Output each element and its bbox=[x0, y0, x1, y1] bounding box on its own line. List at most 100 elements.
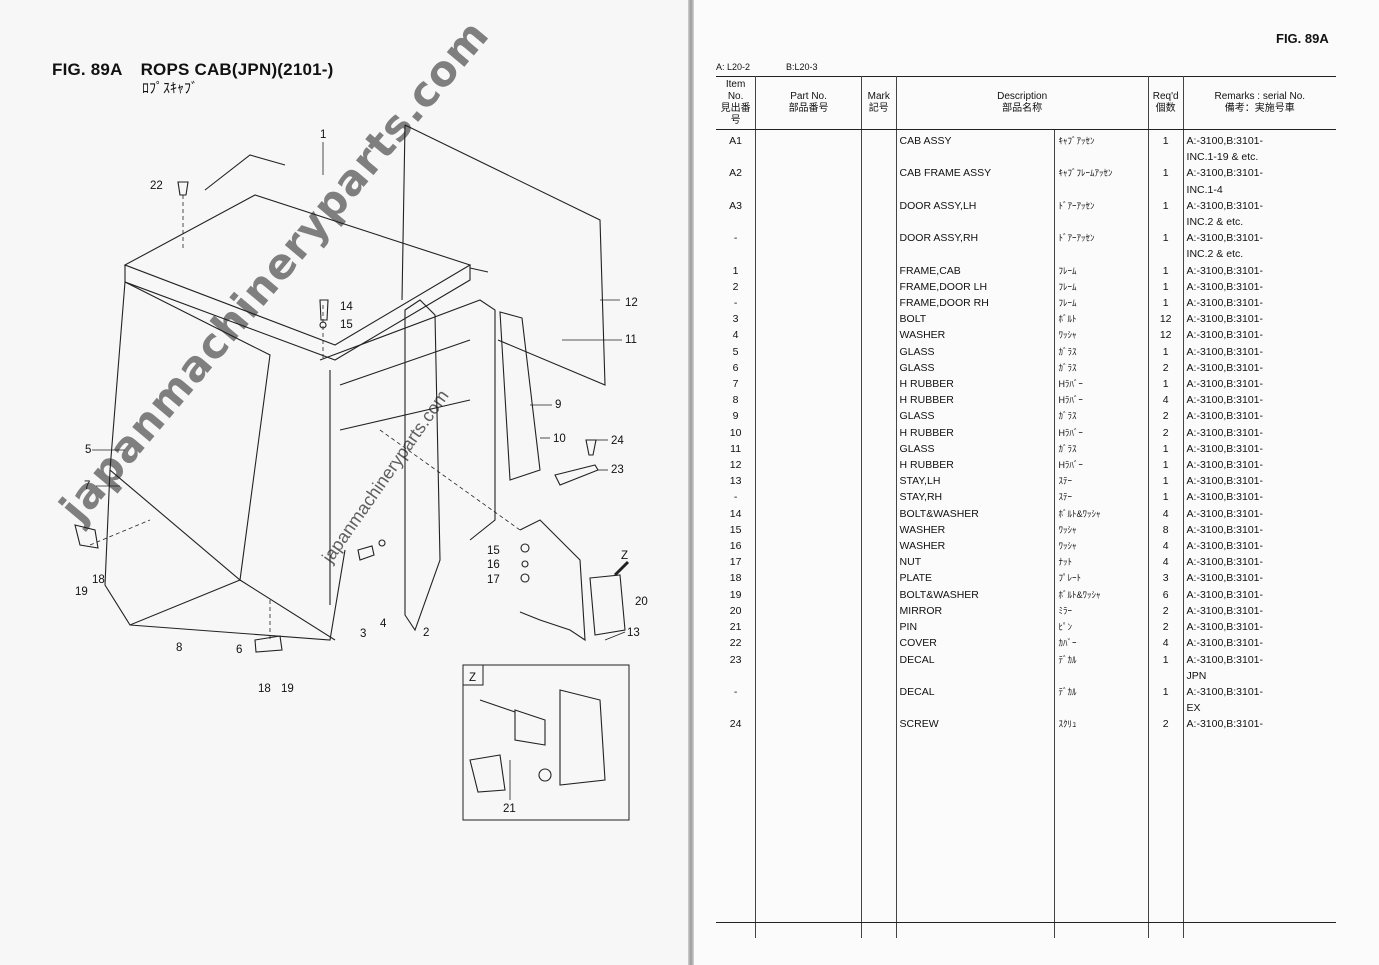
mark-cell bbox=[861, 570, 897, 587]
item-no-cell: 1 bbox=[716, 262, 757, 279]
mark-cell bbox=[861, 651, 897, 668]
description-jp-cell: ﾄﾞｱｰｱｯｾﾝ bbox=[1054, 197, 1149, 215]
description-cell: DOOR ASSY,LH bbox=[896, 197, 1056, 215]
remarks-cell: A:-3100,B:3101- bbox=[1186, 264, 1264, 277]
part-no-cell bbox=[755, 570, 862, 587]
remarks-cell: A:-3100,B:3101- bbox=[1186, 491, 1264, 504]
mark-cell bbox=[861, 197, 897, 215]
description-jp-cell: ｽｸﾘｭ bbox=[1054, 716, 1149, 733]
cover-22 bbox=[177, 181, 189, 196]
qty-cell: 1 bbox=[1148, 129, 1184, 150]
figure-label-right: FIG. 89A bbox=[1276, 31, 1329, 46]
part-no-cell bbox=[755, 376, 862, 393]
part-no-cell bbox=[755, 700, 862, 717]
description-jp-cell: ﾌﾟﾚｰﾄ bbox=[1054, 570, 1149, 587]
item-no-cell: - bbox=[716, 683, 757, 701]
description-jp-cell: ﾎﾞﾙﾄ bbox=[1054, 311, 1149, 328]
remarks-cell: A:-3100,B:3101- bbox=[1186, 637, 1264, 650]
description-cell: FRAME,DOOR LH bbox=[896, 278, 1056, 296]
mirror-stay bbox=[519, 519, 586, 642]
callout-16: 16 bbox=[487, 559, 500, 571]
qty-cell: 1 bbox=[1148, 343, 1184, 360]
description-jp-cell: ﾜｯｼｬ bbox=[1054, 538, 1149, 555]
item-no-cell: 9 bbox=[716, 408, 757, 425]
part-no-cell bbox=[755, 683, 862, 701]
description-cell: H RUBBER bbox=[896, 376, 1056, 393]
item-no-cell: 15 bbox=[716, 521, 757, 539]
filler-cell bbox=[716, 732, 757, 938]
qty-cell bbox=[1148, 700, 1184, 717]
description-cell bbox=[896, 181, 1056, 198]
description-jp-cell: ﾌﾚｰﾑ bbox=[1054, 295, 1149, 312]
mark-cell bbox=[861, 457, 897, 474]
col-remarks: Remarks : serial No.備考：実施号車 bbox=[1183, 76, 1336, 130]
part-no-cell bbox=[755, 586, 862, 603]
qty-cell: 2 bbox=[1148, 408, 1184, 425]
qty-cell: 1 bbox=[1148, 262, 1184, 279]
description-jp-cell: ﾐﾗｰ bbox=[1054, 602, 1149, 620]
qty-cell: 3 bbox=[1148, 570, 1184, 587]
callout-z-arrow: Z bbox=[621, 550, 628, 562]
item-no-cell: 22 bbox=[716, 635, 757, 652]
remarks-cell: INC.1-4 bbox=[1186, 183, 1223, 196]
qty-cell: 1 bbox=[1148, 295, 1184, 312]
remarks-cell: A:-3100,B:3101- bbox=[1186, 345, 1264, 358]
description-cell: GLASS bbox=[896, 408, 1056, 425]
remarks-cell: A:-3100,B:3101- bbox=[1186, 507, 1264, 520]
item-no-cell bbox=[716, 667, 757, 684]
filler-cell bbox=[1148, 732, 1184, 938]
table-row: INC.2 & etc. bbox=[716, 214, 1336, 231]
item-no-cell: 7 bbox=[716, 376, 757, 393]
plate-18 bbox=[74, 524, 99, 549]
remarks-cell: A:-3100,B:3101- bbox=[1186, 556, 1264, 569]
callout-12: 12 bbox=[625, 297, 638, 309]
mark-cell bbox=[861, 262, 897, 279]
item-no-cell: A1 bbox=[716, 129, 757, 150]
mark-cell bbox=[861, 473, 897, 490]
filler-cell bbox=[1183, 733, 1336, 938]
description-cell: DECAL bbox=[896, 683, 1056, 701]
description-cell: DECAL bbox=[896, 651, 1056, 668]
description-cell: STAY,RH bbox=[896, 489, 1056, 506]
description-cell: WASHER bbox=[896, 538, 1056, 555]
description-cell: H RUBBER bbox=[896, 424, 1056, 441]
remarks-cell: A:-3100,B:3101- bbox=[1186, 426, 1264, 439]
description-cell: BOLT bbox=[896, 311, 1056, 328]
detail-box-z bbox=[462, 664, 630, 821]
qty-cell: 12 bbox=[1148, 327, 1184, 344]
part-no-cell bbox=[755, 602, 862, 620]
table-row: JPN bbox=[716, 667, 1336, 684]
item-no-cell: 3 bbox=[716, 311, 757, 328]
part-no-cell bbox=[755, 457, 862, 474]
figure-name: ROPS CAB(JPN)(2101-) bbox=[140, 60, 334, 79]
part-no-cell bbox=[755, 278, 862, 296]
mirror-20 bbox=[589, 574, 626, 636]
remarks-cell: A:-3100,B:3101- bbox=[1186, 685, 1264, 698]
item-no-cell: A3 bbox=[716, 197, 757, 215]
part-no-cell bbox=[755, 181, 862, 198]
item-no-cell bbox=[716, 214, 757, 231]
filler-cell bbox=[1054, 732, 1149, 938]
description-cell: PLATE bbox=[896, 570, 1056, 587]
description-jp-cell: ｶﾊﾞｰ bbox=[1054, 635, 1149, 652]
remarks-cell: A:-3100,B:3101- bbox=[1186, 280, 1264, 293]
part-no-cell bbox=[755, 129, 862, 150]
remarks-cell: A:-3100,B:3101- bbox=[1186, 199, 1264, 212]
part-no-cell bbox=[755, 295, 862, 312]
bolt-14 bbox=[319, 299, 329, 321]
description-cell: STAY,LH bbox=[896, 473, 1056, 490]
item-no-cell: 11 bbox=[716, 440, 757, 458]
item-no-cell: 14 bbox=[716, 505, 757, 522]
